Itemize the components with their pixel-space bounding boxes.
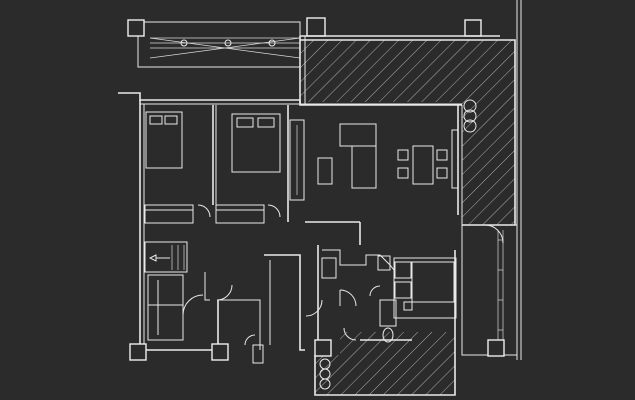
outer-walls (118, 92, 463, 361)
entry (244, 334, 264, 364)
balcony-right-top (299, 0, 522, 360)
bedroom-2 (215, 105, 289, 224)
kitchen (305, 245, 395, 340)
living-room (305, 123, 377, 245)
plant-icons (463, 99, 477, 133)
dining-area (397, 129, 459, 189)
balcony-bottom (314, 332, 456, 396)
wardrobe (289, 119, 305, 201)
bathroom (343, 250, 457, 343)
staircase (144, 241, 188, 273)
bedroom-1 (144, 105, 217, 224)
balcony-top (127, 17, 482, 68)
balcony-right (461, 224, 518, 357)
storage-room (147, 272, 233, 341)
